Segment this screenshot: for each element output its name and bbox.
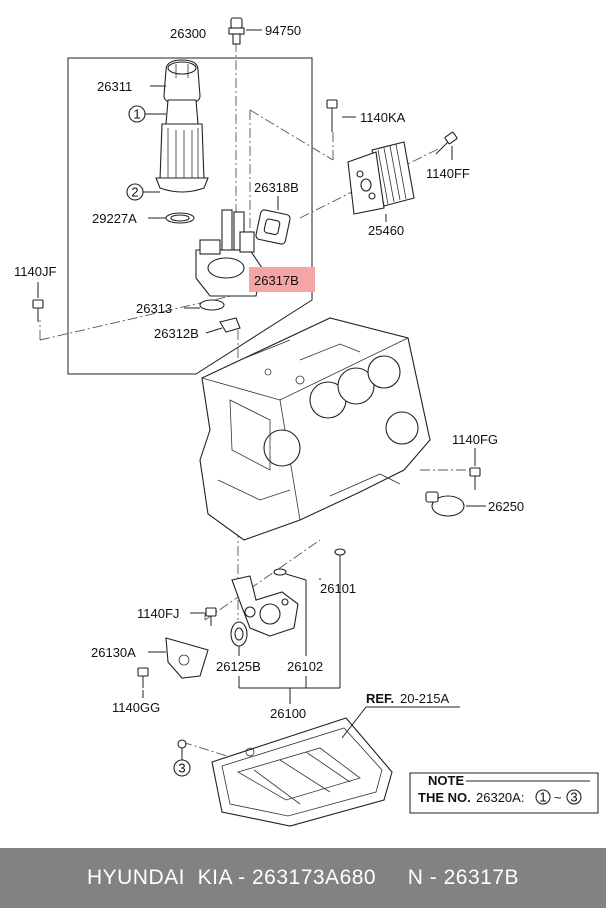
bolt-1140FJ [190, 607, 217, 626]
footer-spacer [376, 866, 408, 890]
note-to: 3 [570, 790, 577, 805]
label-26130A: 26130A [91, 645, 136, 660]
label-26312B: 26312B [154, 326, 199, 341]
note-part: 26320A: [476, 790, 524, 805]
label-26300: 26300 [170, 26, 206, 41]
parts-diagram: 1 2 3 26300 94750 26311 1140KA 1140FF 26… [14, 17, 599, 827]
note-from: 1 [539, 790, 546, 805]
label-1140FF: 1140FF [426, 166, 470, 181]
label-26101: 26101 [320, 581, 356, 596]
label-ref-number: 20-215A [400, 691, 449, 706]
label-1140FJ: 1140FJ [137, 606, 179, 621]
oil-pump [231, 575, 299, 637]
label-94750: 94750 [265, 23, 301, 38]
oil-pan [211, 717, 393, 827]
note-tilde: ~ [554, 790, 562, 805]
label-26102: 26102 [287, 659, 323, 674]
label-ref: REF. [366, 691, 394, 706]
callout-3: 3 [173, 759, 191, 777]
bracket-26312B [205, 317, 241, 334]
label-26311: 26311 [97, 79, 132, 94]
o-ring-29227A [148, 212, 195, 224]
label-25460: 25460 [368, 223, 404, 238]
leader-26100 [238, 676, 340, 704]
ref-leader [341, 706, 460, 739]
gasket-26313 [184, 299, 225, 311]
footer-code: N - 26317B [407, 866, 520, 889]
footer-bar: HYUNDAI KIA - 263173A680 N - 26317B [0, 848, 606, 908]
label-1140GG: 1140GG [112, 700, 160, 715]
sender-26250 [425, 491, 486, 517]
note-box: NOTE THE NO. 26320A: 1 ~ 3 [409, 772, 599, 814]
filter-housing [195, 209, 263, 297]
bolt-1140FG [469, 448, 481, 490]
assembly-box [67, 57, 313, 375]
filter-cap-26311 [150, 59, 201, 128]
cover-26130A [148, 637, 209, 679]
highlight-26317B [249, 267, 315, 292]
footer-brand: HYUNDAI KIA - 263173A680 [86, 866, 377, 889]
svg-text:1: 1 [133, 107, 140, 122]
filter-element [155, 123, 209, 193]
label-26317B: 26317B [254, 273, 299, 288]
note-title: NOTE [428, 773, 464, 788]
gasket-26318B [255, 196, 291, 245]
label-26100: 26100 [270, 706, 306, 721]
label-1140KA: 1140KA [360, 110, 406, 125]
oil-pressure-switch-94750 [228, 17, 262, 45]
engine-block [199, 317, 431, 541]
bolt-1140GG [137, 667, 149, 698]
drain-plug [177, 739, 187, 760]
o-ring-26102 [273, 568, 307, 656]
oil-cooler-25460 [347, 141, 415, 222]
callout-1: 1 [128, 105, 166, 123]
label-26125B: 26125B [216, 659, 261, 674]
note-prefix: THE NO. [418, 790, 471, 805]
svg-text:2: 2 [131, 185, 138, 200]
svg-text:3: 3 [178, 761, 185, 776]
label-26250: 26250 [488, 499, 524, 514]
bolt-1140FF [435, 131, 458, 160]
label-26313: 26313 [136, 301, 172, 316]
label-26318B: 26318B [254, 180, 299, 195]
bolt-1140JF [32, 282, 44, 322]
label-1140FG: 1140FG [452, 432, 498, 447]
label-29227A: 29227A [92, 211, 137, 226]
o-ring-26101 [319, 548, 346, 688]
callout-2: 2 [126, 183, 160, 201]
label-1140JF: 1140JF [14, 264, 56, 279]
sprocket-26125B [230, 621, 248, 656]
bolt-1140KA [326, 99, 356, 132]
